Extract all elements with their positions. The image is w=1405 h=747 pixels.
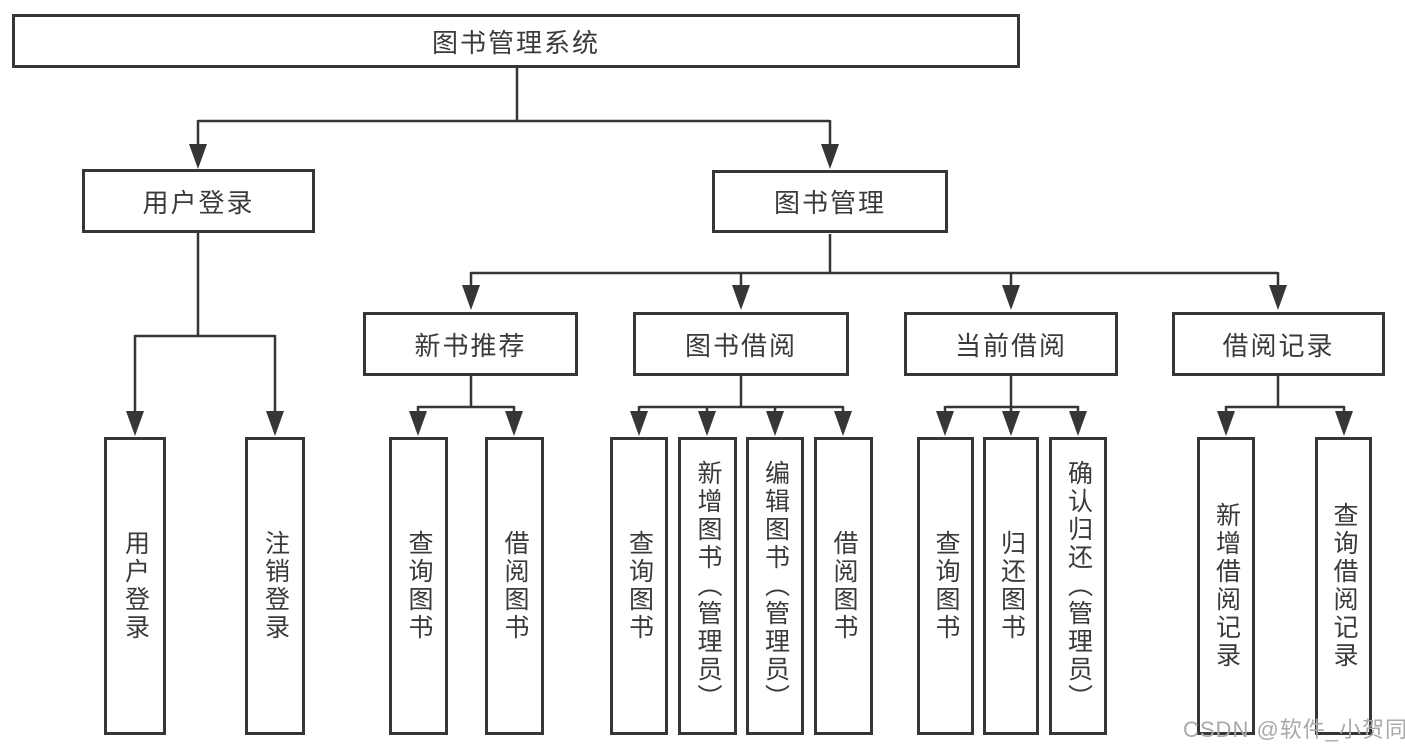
arrowhead [462, 285, 480, 310]
leaf-borrow-books: 借阅图书 [814, 437, 873, 735]
arrowhead [698, 411, 716, 436]
arrowhead [1069, 411, 1087, 436]
connector-book-borrow-children [630, 376, 852, 436]
leaf-return-books: 归还图书 [983, 437, 1039, 735]
arrowhead [189, 144, 207, 169]
arrowhead [1269, 285, 1287, 310]
arrowhead [834, 411, 852, 436]
arrowhead [1002, 285, 1020, 310]
node-user-login: 用户登录 [82, 169, 315, 233]
connector-root-to-level2 [189, 68, 839, 169]
leaf-user-login: 用户登录 [104, 437, 166, 735]
leaf-confirm-return-admin: 确认归还（管理员） [1049, 437, 1107, 735]
leaf-add-borrow-record: 新增借阅记录 [1197, 437, 1255, 735]
node-borrow-records: 借阅记录 [1172, 312, 1385, 376]
connector-user-login-children [126, 233, 284, 436]
arrowhead [766, 411, 784, 436]
arrowhead [126, 411, 144, 436]
leaf-query-borrow-record: 查询借阅记录 [1315, 437, 1372, 735]
leaf-new-query-books: 查询图书 [389, 437, 448, 735]
leaf-logout: 注销登录 [245, 437, 305, 735]
arrowhead [1002, 411, 1020, 436]
leaf-new-borrow-books: 借阅图书 [485, 437, 544, 735]
arrowhead [1217, 411, 1235, 436]
connector-borrow-records-children [1217, 376, 1353, 436]
leaf-edit-books-admin: 编辑图书（管理员） [746, 437, 804, 735]
leaf-current-query-books: 查询图书 [917, 437, 974, 735]
arrowhead [936, 411, 954, 436]
connector-book-mgmt-children [462, 234, 1287, 310]
node-new-book-recommend: 新书推荐 [363, 312, 578, 376]
arrowhead [409, 411, 427, 436]
leaf-borrow-query-books: 查询图书 [610, 437, 668, 735]
arrowhead [266, 411, 284, 436]
node-current-borrow: 当前借阅 [904, 312, 1118, 376]
arrowhead [732, 285, 750, 310]
arrowhead [630, 411, 648, 436]
connector-new-books-children [409, 376, 523, 436]
arrowhead [1335, 411, 1353, 436]
arrowhead [505, 411, 523, 436]
node-book-management: 图书管理 [712, 170, 948, 233]
csdn-watermark: CSDN @软件_小贺同学 [1183, 717, 1405, 742]
node-book-borrow: 图书借阅 [633, 312, 849, 376]
leaf-add-books-admin: 新增图书（管理员） [678, 437, 737, 735]
node-root-library-system: 图书管理系统 [12, 14, 1020, 68]
arrowhead [821, 144, 839, 169]
connector-current-borrow-children [936, 376, 1087, 436]
